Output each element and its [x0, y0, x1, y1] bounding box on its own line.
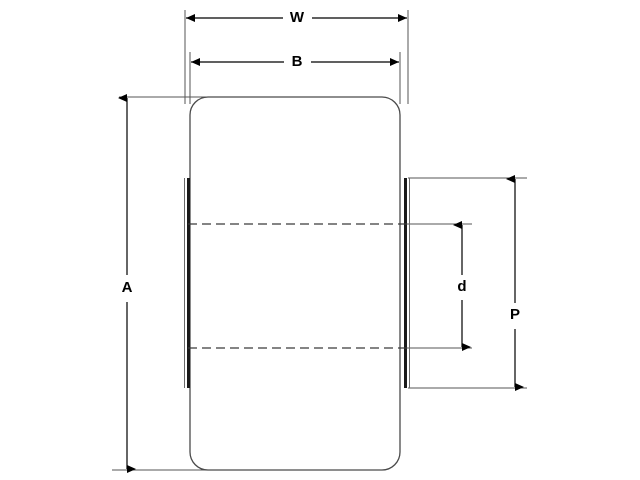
dimension-lines [118, 14, 524, 473]
dimension-label-b: B [292, 53, 303, 70]
dimension-label-a: A [122, 279, 133, 296]
dimension-label-w: W [290, 9, 305, 26]
extension-lines [112, 10, 527, 471]
dimension-label-p: P [510, 306, 520, 323]
dimension-label-d: d [457, 278, 466, 295]
bore-dashed-lines [188, 223, 408, 349]
dimension-labels: W B A d P [122, 9, 520, 323]
body-rounded-rectangle [189, 96, 401, 471]
bearing-race-bars [184, 178, 410, 388]
roller-body-outline [189, 96, 401, 471]
